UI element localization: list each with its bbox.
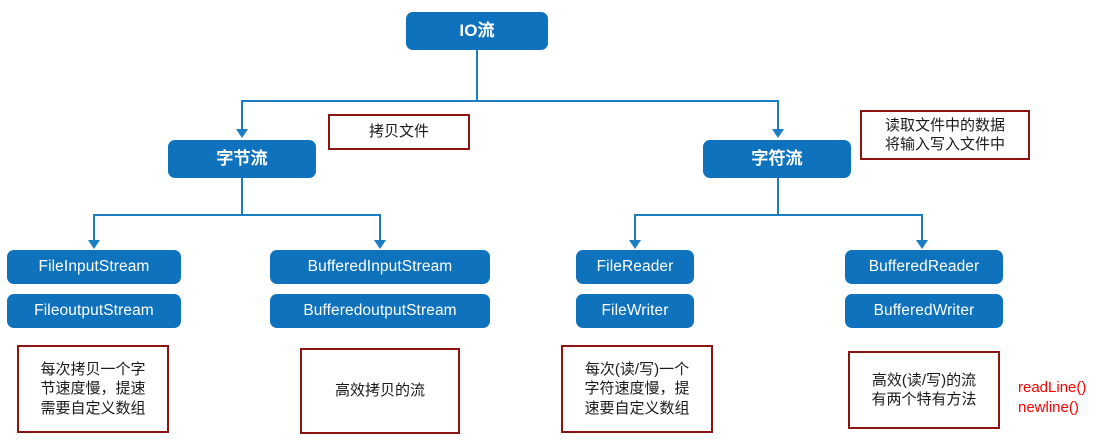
note-char-file-description: 每次(读/写)一个 字符速度慢，提 速要自定义数组 <box>561 345 713 433</box>
connector-char-bar <box>634 214 923 216</box>
connector-root-trunk <box>476 50 478 101</box>
connector-to-buffered-input-stream <box>379 214 381 241</box>
node-file-writer[interactable]: FileWriter <box>576 294 694 328</box>
node-char-stream[interactable]: 字符流 <box>703 140 851 178</box>
note-char-stream-purpose: 读取文件中的数据 将输入写入文件中 <box>860 110 1030 160</box>
connector-level1-bar <box>241 100 779 102</box>
connector-to-file-input-stream <box>93 214 95 241</box>
arrowhead-byte-stream <box>236 129 248 138</box>
connector-byte-bar <box>93 214 381 216</box>
connector-to-file-reader <box>634 214 636 241</box>
connector-char-trunk <box>777 178 779 215</box>
node-buffered-input-stream[interactable]: BufferedInputStream <box>270 250 490 284</box>
arrowhead-file-reader <box>629 240 641 249</box>
note-char-buffered-description: 高效(读/写)的流 有两个特有方法 <box>848 351 1000 429</box>
note-byte-stream-purpose: 拷贝文件 <box>328 114 470 150</box>
arrowhead-file-input-stream <box>88 240 100 249</box>
arrowhead-char-stream <box>772 129 784 138</box>
node-buffered-reader[interactable]: BufferedReader <box>845 250 1003 284</box>
node-io-stream[interactable]: IO流 <box>406 12 548 50</box>
node-buffered-output-stream[interactable]: BufferedoutputStream <box>270 294 490 328</box>
note-byte-file-description: 每次拷贝一个字 节速度慢，提速 需要自定义数组 <box>17 345 169 433</box>
node-file-input-stream[interactable]: FileInputStream <box>7 250 181 284</box>
connector-to-char-stream <box>777 100 779 130</box>
note-byte-buffered-description: 高效拷贝的流 <box>300 348 460 434</box>
connector-byte-trunk <box>241 178 243 215</box>
node-byte-stream[interactable]: 字节流 <box>168 140 316 178</box>
connector-to-buffered-reader <box>921 214 923 241</box>
connector-to-byte-stream <box>241 100 243 130</box>
arrowhead-buffered-input-stream <box>374 240 386 249</box>
node-buffered-writer[interactable]: BufferedWriter <box>845 294 1003 328</box>
node-file-output-stream[interactable]: FileoutputStream <box>7 294 181 328</box>
arrowhead-buffered-reader <box>916 240 928 249</box>
annotation-reader-methods: readLine() newline() <box>1018 379 1087 416</box>
node-file-reader[interactable]: FileReader <box>576 250 694 284</box>
